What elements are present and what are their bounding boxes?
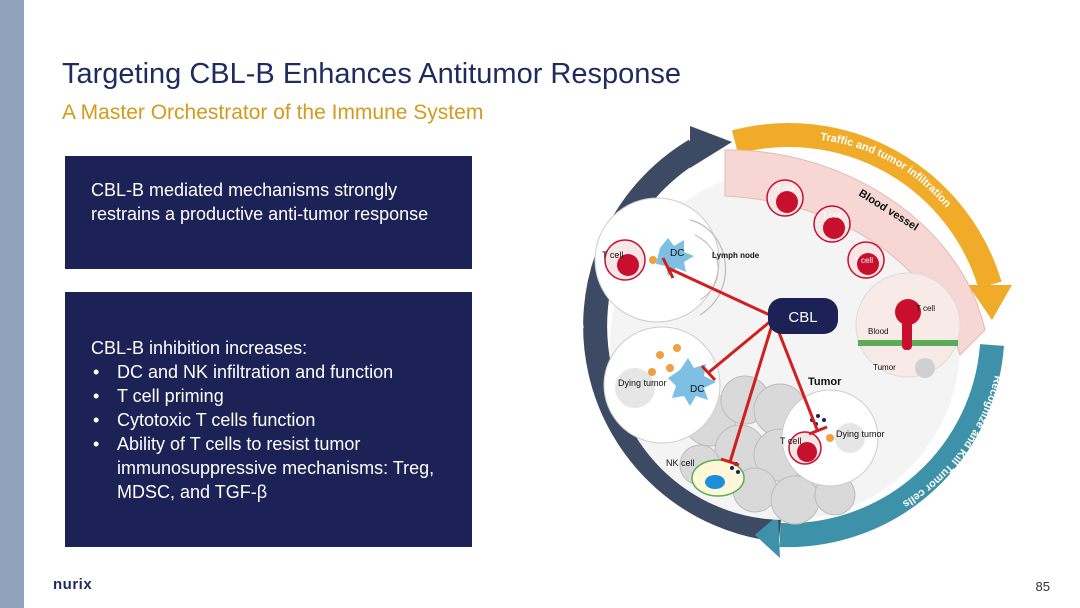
cbl-label: CBL (788, 309, 817, 326)
dc-inset: Dying tumor DC (603, 326, 721, 444)
cbl-inhibition-lines (661, 257, 828, 467)
teal-arrow-head (755, 515, 780, 558)
list-item: Ability of T cells to resist tumor immun… (91, 432, 446, 504)
page-number: 85 (1035, 579, 1050, 594)
slide-title: Targeting CBL-B Enhances Antitumor Respo… (62, 58, 682, 90)
svg-text:T cell: T cell (854, 256, 873, 265)
blood-label: Blood (868, 327, 888, 336)
list-item: DC and NK infiltration and function (91, 360, 446, 384)
kill-inset: T cell Dying tumor (780, 389, 885, 487)
inhibition-list: DC and NK infiltration and function T ce… (91, 360, 446, 504)
svg-text:DC: DC (690, 384, 704, 395)
nk-cell: NK cell (666, 458, 745, 497)
lymph-node-inset: T cell DC Lymph node (594, 197, 760, 323)
svg-text:T cell: T cell (602, 250, 623, 260)
svg-text:T cell: T cell (916, 304, 935, 313)
vessel-tcell-1: T cell (766, 179, 804, 217)
mechanism-text: CBL-B mediated mechanisms strongly restr… (91, 180, 429, 224)
cbl-cycle-diagram: Traffic and tumor infiltration Recognize… (571, 123, 1012, 558)
slide-side-bar (0, 0, 24, 608)
svg-text:T cell: T cell (822, 211, 841, 220)
dying-tumor-label-2: Dying tumor (836, 429, 885, 439)
extravasation-inset: T cell Blood Tumor (855, 272, 961, 378)
tumor-inset-label: Tumor (873, 363, 896, 372)
vessel-tcell-2: T cell (813, 205, 851, 243)
svg-text:T cell: T cell (780, 436, 801, 446)
inhibition-box: CBL-B inhibition increases: DC and NK in… (65, 292, 472, 547)
inhibition-heading: CBL-B inhibition increases: (91, 338, 308, 358)
slide-subtitle: A Master Orchestrator of the Immune Syst… (62, 101, 484, 124)
list-item: Cytotoxic T cells function (91, 408, 446, 432)
tumor-label: Tumor (808, 376, 842, 388)
vessel-tcell-3: T cell (847, 241, 885, 279)
nk-cell-label: NK cell (666, 458, 695, 468)
gold-cycle-arrow (731, 123, 1002, 289)
gold-arrow-head (968, 285, 1012, 320)
dying-tumor-label-1: Dying tumor (618, 378, 667, 388)
svg-text:T cell: T cell (776, 184, 795, 193)
svg-text:DC: DC (670, 248, 684, 259)
list-item: T cell priming (91, 384, 446, 408)
teal-cycle-arrow (779, 344, 1004, 548)
navy-arrow-head (690, 126, 732, 168)
lymph-node-label: Lymph node (712, 251, 760, 260)
nurix-logo: nurix (53, 576, 93, 593)
cbl-center-node: CBL (768, 298, 838, 334)
mechanism-box: CBL-B mediated mechanisms strongly restr… (65, 156, 472, 269)
